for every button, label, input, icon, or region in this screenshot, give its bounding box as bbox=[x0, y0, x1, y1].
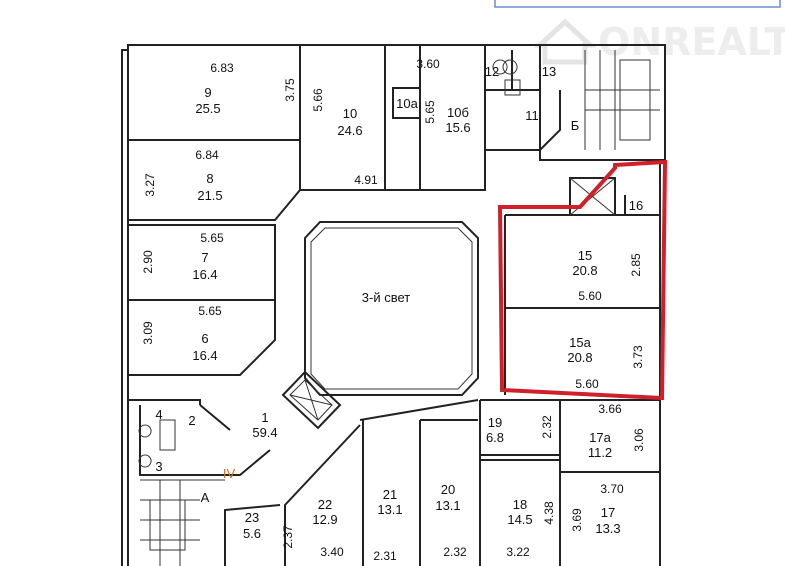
room-number: 15 bbox=[578, 248, 592, 263]
room-area: 21.5 bbox=[197, 188, 222, 203]
dim: 2.32 bbox=[540, 415, 554, 439]
section-label: IV bbox=[223, 466, 236, 481]
room-number: 17а bbox=[589, 430, 611, 445]
dim: 4.91 bbox=[354, 173, 378, 187]
dim: 2.37 bbox=[281, 525, 295, 549]
room-area: 14.5 bbox=[507, 512, 532, 527]
svg-text:ONREALT: ONREALT bbox=[598, 20, 785, 64]
room-number: 11 bbox=[525, 108, 539, 123]
room-number: 10б bbox=[447, 105, 469, 120]
stair-label: А bbox=[201, 490, 210, 505]
dim: 3.75 bbox=[283, 78, 297, 102]
room-area: 20.8 bbox=[567, 350, 592, 365]
dim: 2.32 bbox=[443, 545, 467, 559]
room-number: 12 bbox=[485, 64, 499, 79]
room-area: 5.6 bbox=[243, 526, 261, 541]
room-number: 21 bbox=[383, 487, 397, 502]
room-labels: 6.83 9 25.5 3.75 6.84 3.27 8 21.5 5.66 1… bbox=[141, 57, 646, 563]
dim: 2.90 bbox=[141, 250, 155, 274]
dim: 3.69 bbox=[570, 508, 584, 532]
dim: 3.73 bbox=[631, 345, 645, 369]
room-number: 8 bbox=[206, 171, 213, 186]
dim: 5.66 bbox=[311, 88, 325, 112]
room-number: 7 bbox=[201, 250, 208, 265]
dim: 5.60 bbox=[575, 377, 599, 391]
header-box bbox=[494, 0, 781, 8]
dim: 3.70 bbox=[600, 482, 624, 496]
room-area: 15.6 bbox=[445, 120, 470, 135]
dim: 3.66 bbox=[598, 402, 622, 416]
room-number: 19 bbox=[488, 415, 502, 430]
room-area: 13.3 bbox=[595, 521, 620, 536]
dim: 5.65 bbox=[198, 304, 222, 318]
room-area: 13.1 bbox=[435, 498, 460, 513]
dim: 5.65 bbox=[200, 231, 224, 245]
room-area: 59.4 bbox=[252, 425, 277, 440]
dim: 3.06 bbox=[632, 428, 646, 452]
room-number: 6 bbox=[201, 331, 208, 346]
dim: 2.85 bbox=[629, 253, 643, 277]
room-number: 17 bbox=[601, 505, 615, 520]
room-number: 10а bbox=[396, 96, 418, 111]
room-area: 6.8 bbox=[486, 430, 504, 445]
room-number: 15а bbox=[569, 335, 591, 350]
dim: 2.31 bbox=[373, 549, 397, 563]
room-area: 13.1 bbox=[377, 502, 402, 517]
room-number: 16 bbox=[629, 198, 643, 213]
stair-label: Б bbox=[571, 118, 580, 133]
room-number: 3 bbox=[155, 459, 162, 474]
room-area: 25.5 bbox=[195, 101, 220, 116]
dim: 3.27 bbox=[143, 173, 157, 197]
dim: 3.22 bbox=[506, 545, 530, 559]
dim: 4.38 bbox=[542, 501, 556, 525]
room-area: 12.9 bbox=[312, 512, 337, 527]
room-area: 11.2 bbox=[588, 445, 612, 460]
dim: 3.09 bbox=[141, 321, 155, 345]
room-number: 18 bbox=[513, 497, 527, 512]
room-number: 9 bbox=[204, 85, 211, 100]
dim: 3.60 bbox=[416, 57, 440, 71]
room-area: 20.8 bbox=[572, 263, 597, 278]
dim: 5.65 bbox=[423, 100, 437, 124]
room-number: 10 bbox=[343, 106, 357, 121]
dim: 3.40 bbox=[320, 545, 344, 559]
room-number: 2 bbox=[188, 413, 195, 428]
dim: 5.60 bbox=[578, 289, 602, 303]
room-number: 22 bbox=[318, 497, 332, 512]
room-number: 1 bbox=[261, 410, 268, 425]
watermark: ONREALT bbox=[533, 18, 785, 65]
dim: 6.84 bbox=[195, 148, 219, 162]
room-number: 13 bbox=[542, 64, 556, 79]
room-number: 20 bbox=[441, 482, 455, 497]
room-area: 16.4 bbox=[192, 267, 217, 282]
room-number: 23 bbox=[245, 510, 259, 525]
room-area: 24.6 bbox=[337, 123, 362, 138]
dim: 6.83 bbox=[210, 61, 234, 75]
room-number: 4 bbox=[155, 407, 162, 422]
walls bbox=[121, 44, 666, 566]
room-area: 16.4 bbox=[192, 348, 217, 363]
center-void-label: 3-й свет bbox=[362, 290, 410, 305]
highlighted-unit-outline bbox=[497, 159, 668, 401]
